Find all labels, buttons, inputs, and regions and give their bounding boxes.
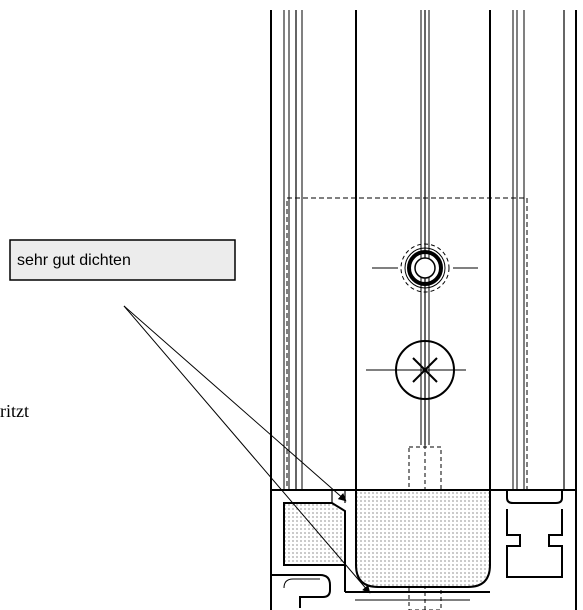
side-note-text: ritzt bbox=[0, 401, 29, 421]
vertical-profile-lines bbox=[270, 10, 577, 610]
base-profile bbox=[271, 489, 576, 608]
screw-cross-symbol bbox=[366, 340, 466, 400]
round-hole-symbol bbox=[372, 243, 478, 293]
callout-label: sehr gut dichten bbox=[9, 239, 236, 281]
callout-text: sehr gut dichten bbox=[17, 252, 131, 269]
leader-lines bbox=[123, 305, 371, 594]
